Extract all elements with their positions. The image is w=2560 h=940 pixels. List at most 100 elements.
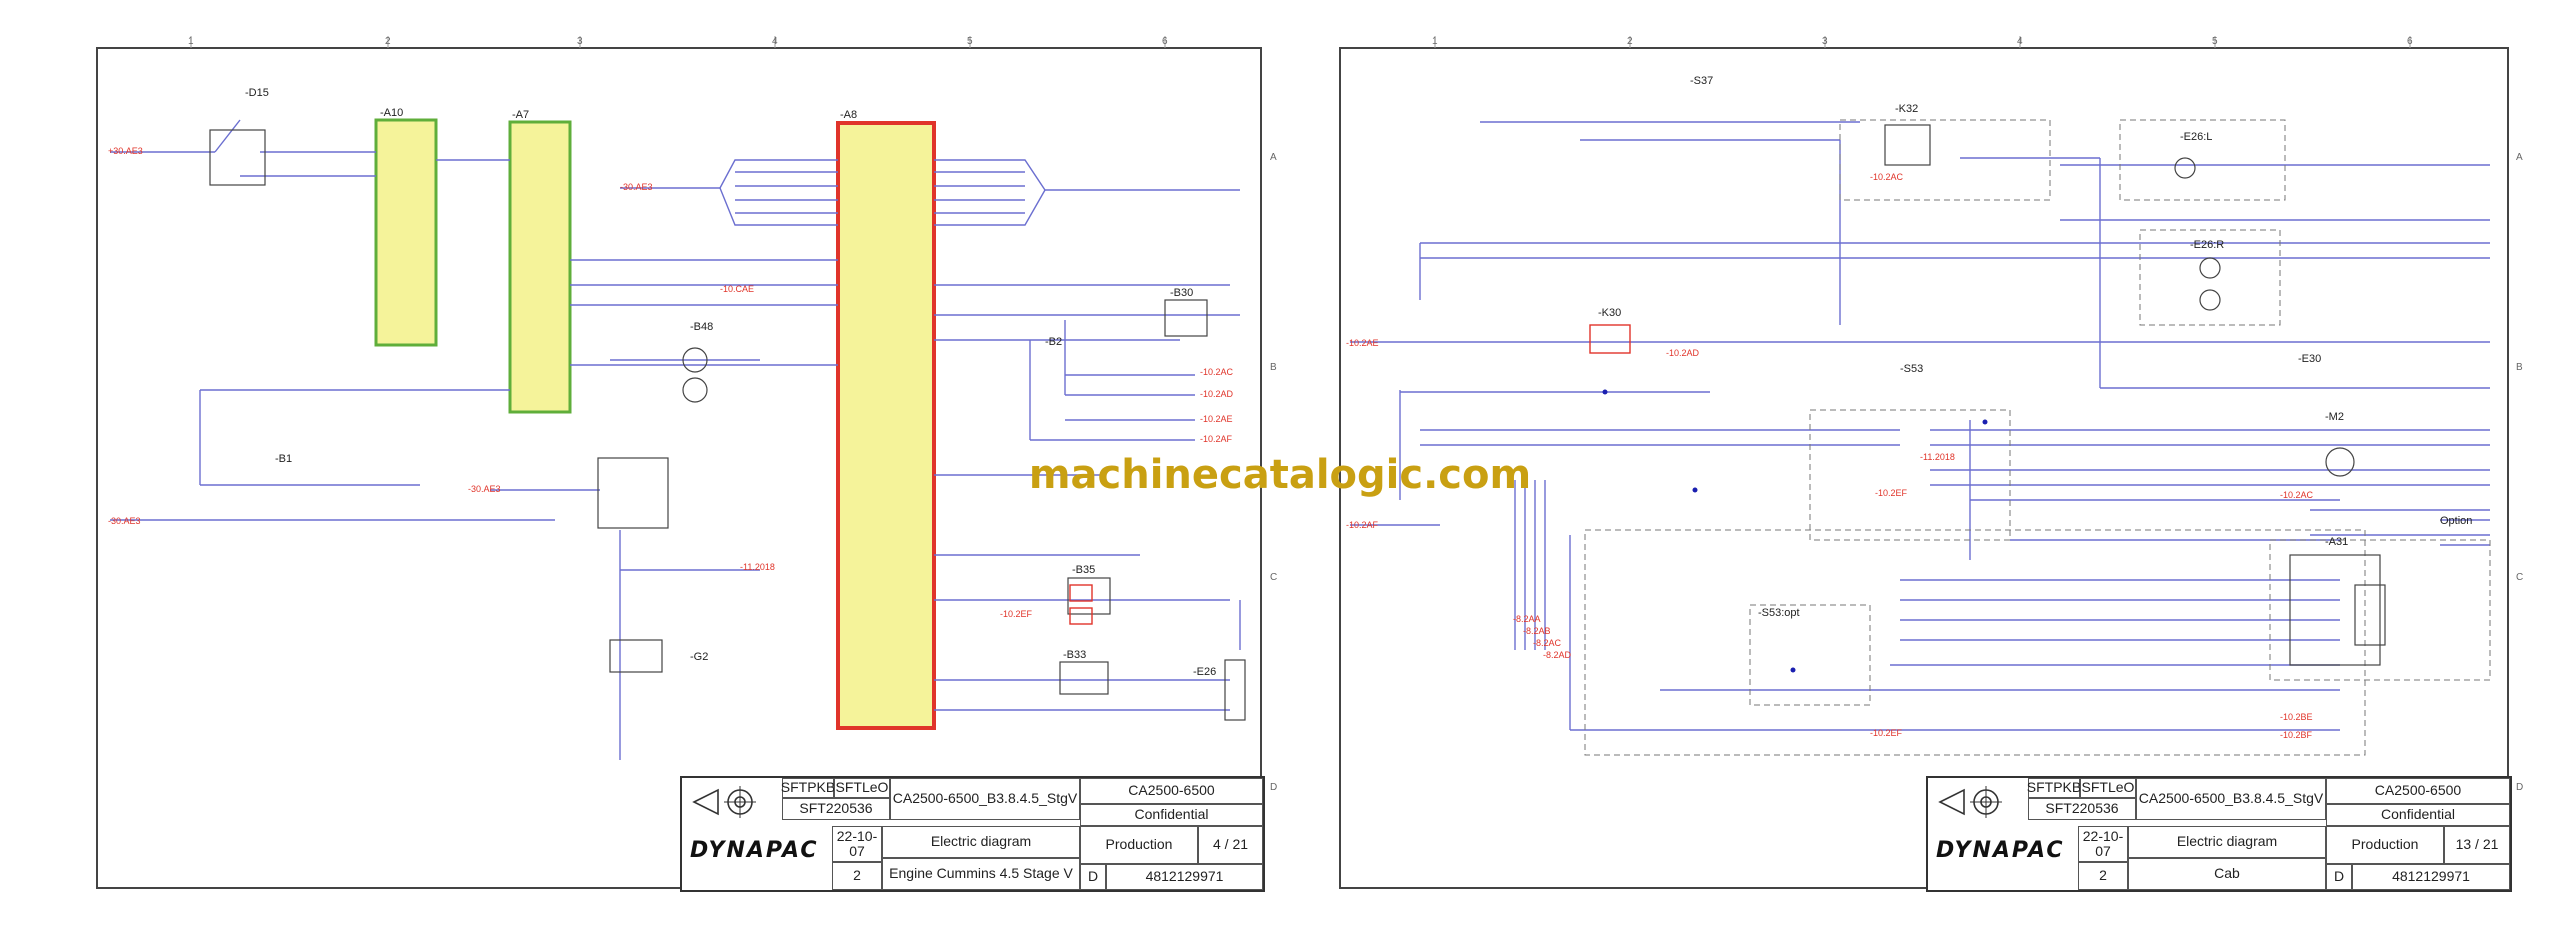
svg-text:-11.2018: -11.2018	[1920, 452, 1955, 462]
label-e26: -E26	[1193, 666, 1216, 678]
label-a8: -A8	[840, 109, 857, 121]
tb-title-line2: Engine Cummins 4.5 Stage V	[882, 858, 1080, 890]
svg-text:-30.AE3: -30.AE3	[620, 182, 653, 192]
title-block-cab: SFTPKB SFTLeO SFT220536 CA2500-6500_B3.8…	[1926, 776, 2512, 892]
svg-text:+30.AE3: +30.AE3	[108, 146, 143, 156]
tb-rev: 2	[832, 862, 882, 890]
svg-text:6: 6	[1162, 36, 1168, 47]
tb-status: Production	[2326, 826, 2444, 864]
svg-text:-10.2AC: -10.2AC	[1870, 172, 1904, 182]
tb-title-line2: Cab	[2128, 858, 2326, 890]
tb-checked: SFTLeO	[834, 778, 890, 798]
svg-text:4: 4	[772, 36, 778, 47]
tb-confidentiality: Confidential	[2326, 804, 2510, 826]
label-e26-l: -E26:L	[2180, 131, 2212, 143]
diagram-sheet-engine: 1 2 3 4 5 6 A B C D	[96, 36, 1277, 892]
svg-text:-10.2EF: -10.2EF	[1000, 609, 1033, 619]
module-a10	[374, 118, 438, 347]
svg-text:-11.2018: -11.2018	[740, 562, 775, 572]
label-b2: -B2	[1045, 336, 1062, 348]
label-b30: -B30	[1170, 287, 1193, 299]
svg-text:-10.2EF: -10.2EF	[1875, 488, 1908, 498]
tb-confidentiality: Confidential	[1080, 804, 1263, 826]
label-b35: -B35	[1072, 564, 1095, 576]
svg-text:-8.2AB: -8.2AB	[1523, 626, 1551, 636]
svg-text:B: B	[1270, 362, 1277, 373]
svg-text:-8.2AD: -8.2AD	[1543, 650, 1572, 660]
tb-drawn: SFTPKB	[2027, 778, 2081, 798]
tb-checked: SFTLeO	[2080, 778, 2136, 798]
module-a7	[508, 120, 572, 414]
svg-text:-10.2AF: -10.2AF	[1200, 434, 1233, 444]
tb-date: 22-10-07	[2078, 826, 2128, 862]
label-s53: -S53	[1900, 363, 1923, 375]
svg-text:A: A	[2516, 152, 2523, 163]
tb-doc: SFT220536	[2028, 798, 2136, 820]
svg-text:3: 3	[577, 36, 583, 47]
tb-machine: CA2500-6500	[2326, 778, 2510, 804]
svg-text:A: A	[1270, 152, 1277, 163]
tb-size: D	[2326, 864, 2352, 890]
tb-title-line1: Electric diagram	[882, 826, 1080, 858]
module-a8-ecu	[836, 121, 936, 730]
svg-text:D: D	[2516, 782, 2523, 793]
label-e30: -E30	[2298, 353, 2321, 365]
svg-text:-10.2AE: -10.2AE	[1200, 414, 1233, 424]
label-b48: -B48	[690, 321, 713, 333]
svg-text:3: 3	[1822, 36, 1828, 47]
svg-text:-8.2AA: -8.2AA	[1513, 614, 1541, 624]
label-a10: -A10	[380, 107, 403, 119]
svg-text:C: C	[1270, 572, 1277, 583]
svg-text:-30.AE3: -30.AE3	[468, 484, 501, 494]
svg-text:-10.2EF: -10.2EF	[1870, 728, 1903, 738]
svg-text:B: B	[2516, 362, 2523, 373]
title-block-engine: SFTPKB SFTLeO SFT220536 CA2500-6500_B3.8…	[680, 776, 1265, 892]
svg-text:-10.2AF: -10.2AF	[1346, 520, 1379, 530]
svg-text:6: 6	[2407, 36, 2413, 47]
tb-status: Production	[1080, 826, 1198, 864]
label-a31: -A31	[2325, 536, 2348, 548]
tb-project: CA2500-6500_B3.8.4.5_StgV	[2136, 778, 2326, 820]
svg-text:4: 4	[2017, 36, 2023, 47]
tb-machine: CA2500-6500	[1080, 778, 1263, 804]
label-b33: -B33	[1063, 649, 1086, 661]
tb-project: CA2500-6500_B3.8.4.5_StgV	[890, 778, 1080, 820]
svg-text:1: 1	[188, 36, 194, 47]
svg-text:-30.AE3: -30.AE3	[108, 516, 141, 526]
svg-text:-10.CAE: -10.CAE	[720, 284, 754, 294]
svg-text:-10.2AC: -10.2AC	[2280, 490, 2314, 500]
watermark-text: machinecatalogic.com	[1028, 452, 1532, 498]
tb-drawing-no: 4812129971	[2352, 864, 2510, 890]
label-s53-opt: -S53:opt	[1758, 607, 1800, 619]
svg-text:5: 5	[2212, 36, 2218, 47]
label-k30: -K30	[1598, 307, 1621, 319]
tb-date: 22-10-07	[832, 826, 882, 862]
label-k32: -K32	[1895, 103, 1918, 115]
label-e26-r: -E26:R	[2190, 239, 2224, 251]
tb-drawn: SFTPKB	[781, 778, 835, 798]
tb-rev: 2	[2078, 862, 2128, 890]
tb-sheet: 13 / 21	[2444, 826, 2510, 864]
svg-text:2: 2	[385, 36, 391, 47]
tb-sheet: 4 / 21	[1198, 826, 1263, 864]
svg-text:-10.2BE: -10.2BE	[2280, 712, 2313, 722]
svg-text:-10.2AD: -10.2AD	[1666, 348, 1700, 358]
projection-symbol	[690, 782, 762, 822]
svg-text:2: 2	[1627, 36, 1633, 47]
label-d15: -D15	[245, 87, 269, 99]
tb-drawing-no: 4812129971	[1106, 864, 1263, 890]
svg-text:-8.2AC: -8.2AC	[1533, 638, 1562, 648]
tb-title-line1: Electric diagram	[2128, 826, 2326, 858]
tb-size: D	[1080, 864, 1106, 890]
projection-symbol	[1936, 782, 2008, 822]
svg-text:1: 1	[1432, 36, 1438, 47]
svg-text:5: 5	[967, 36, 973, 47]
svg-text:-10.2BF: -10.2BF	[2280, 730, 2313, 740]
svg-text:-10.2AC: -10.2AC	[1200, 367, 1234, 377]
dynapac-logo: DYNAPAC	[690, 838, 819, 863]
label-b1: -B1	[275, 453, 292, 465]
svg-text:-10.2AD: -10.2AD	[1200, 389, 1234, 399]
svg-text:-10.2AE: -10.2AE	[1346, 338, 1379, 348]
